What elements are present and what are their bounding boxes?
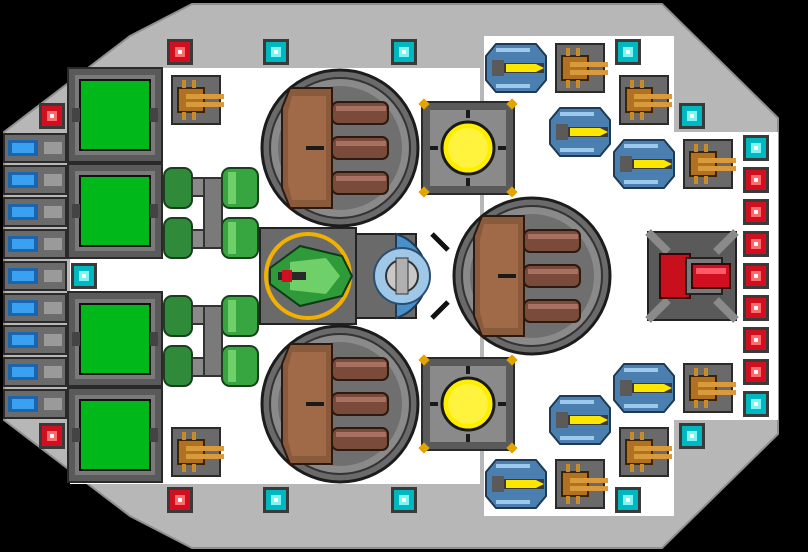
copper-gun-icon[interactable] [171,427,225,477]
green-core-icon[interactable] [67,387,163,483]
missile-pod-icon[interactable] [549,107,611,157]
yellow-generator-icon[interactable] [416,96,520,200]
armor-plate-icon[interactable] [3,197,67,227]
thruster-icon[interactable] [71,263,97,289]
thruster-icon[interactable] [263,39,289,65]
copper-gun-icon[interactable] [683,139,737,189]
thruster-icon[interactable] [39,423,65,449]
thruster-icon[interactable] [679,103,705,129]
copper-gun-icon[interactable] [555,43,609,93]
thruster-icon[interactable] [743,359,769,385]
triple-barrel-turret-icon[interactable] [452,196,612,356]
armor-plate-icon[interactable] [3,357,67,387]
copper-gun-icon[interactable] [171,75,225,125]
thruster-icon[interactable] [743,391,769,417]
green-core-icon[interactable] [67,291,163,387]
armor-plates[interactable] [3,133,67,419]
thruster-icon[interactable] [615,39,641,65]
yellow-generator-icon[interactable] [416,352,520,456]
thruster-icon[interactable] [743,263,769,289]
thruster-icon[interactable] [743,135,769,161]
thruster-icon[interactable] [743,167,769,193]
thruster-icon[interactable] [167,39,193,65]
copper-gun-icon[interactable] [555,459,609,509]
thruster-icon[interactable] [615,487,641,513]
armor-plate-icon[interactable] [3,293,67,323]
cockpit-icon[interactable] [259,227,357,325]
copper-gun-icon[interactable] [619,75,673,125]
triple-barrel-turret-icon[interactable] [260,68,420,228]
armor-plate-icon[interactable] [3,389,67,419]
missile-pod-icon[interactable] [613,363,675,413]
missile-pod-icon[interactable] [549,395,611,445]
thruster-icon[interactable] [167,487,193,513]
thruster-icon[interactable] [743,295,769,321]
missile-pod-icon[interactable] [485,43,547,93]
thruster-icon[interactable] [391,39,417,65]
triple-barrel-turret-icon[interactable] [260,324,420,484]
red-heavy-gun-icon[interactable] [645,229,739,323]
thruster-icon[interactable] [743,327,769,353]
thruster-icon[interactable] [391,487,417,513]
armor-plate-icon[interactable] [3,133,67,163]
green-core-icon[interactable] [67,67,163,163]
green-core-icon[interactable] [67,163,163,259]
thruster-icon[interactable] [263,487,289,513]
armor-plate-icon[interactable] [3,261,67,291]
copper-gun-icon[interactable] [619,427,673,477]
armor-plate-icon[interactable] [3,165,67,195]
thruster-icon[interactable] [39,103,65,129]
thruster-icon[interactable] [679,423,705,449]
thruster-icon[interactable] [743,199,769,225]
copper-gun-icon[interactable] [683,363,737,413]
armor-plate-icon[interactable] [3,229,67,259]
missile-pod-icon[interactable] [613,139,675,189]
missile-pod-icon[interactable] [485,459,547,509]
shield-emitter-icon[interactable] [355,232,450,320]
armor-plate-icon[interactable] [3,325,67,355]
thruster-icon[interactable] [743,231,769,257]
